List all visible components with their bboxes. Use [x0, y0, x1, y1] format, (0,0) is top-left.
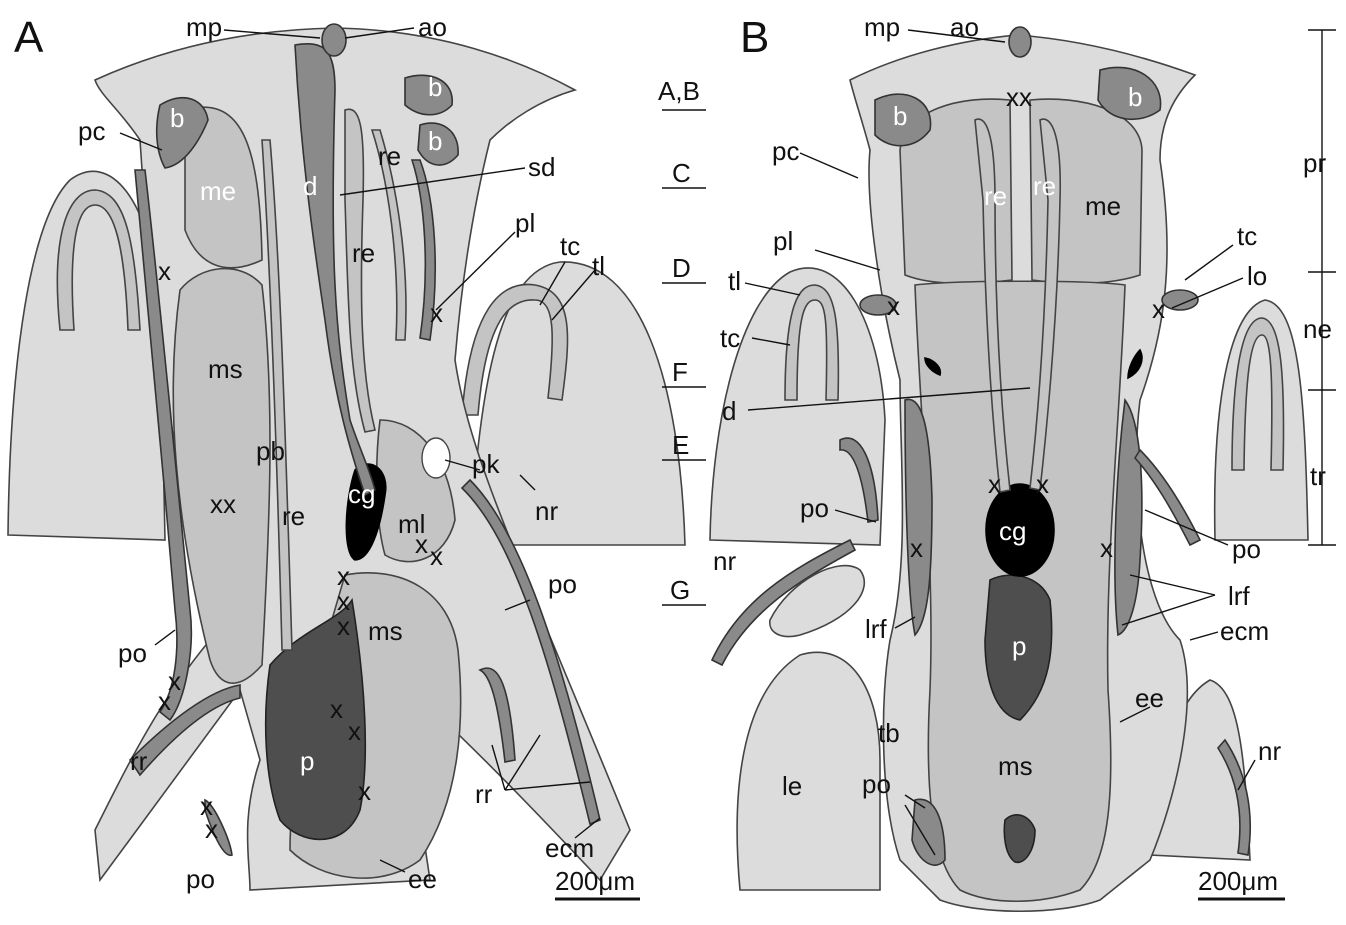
- a-x-mark: x: [348, 716, 361, 746]
- b-label-ecm: ecm: [1220, 616, 1269, 646]
- b-label-lrf: lrf: [1228, 581, 1250, 611]
- section-marker: G: [670, 575, 690, 605]
- section-marker: E: [672, 430, 689, 460]
- b-x-mark: x: [988, 469, 1001, 499]
- a-x-mark: x: [337, 611, 350, 641]
- a-x-mark: x: [330, 694, 343, 724]
- b-label-me: me: [1085, 191, 1121, 221]
- scale-label-a: 200μm: [555, 866, 635, 896]
- b-po-right: [1135, 450, 1200, 545]
- b-right-flap: [1215, 300, 1308, 540]
- b-label-b: b: [893, 101, 907, 131]
- b-label-tb: tb: [878, 718, 900, 748]
- a-x-mark: x: [430, 298, 443, 328]
- b-x-mark: x: [1036, 469, 1049, 499]
- region-label-tr: tr: [1310, 461, 1326, 491]
- a-label-tl: tl: [592, 251, 605, 281]
- a-x-mark: x: [430, 541, 443, 571]
- b-label-tc: tc: [720, 323, 740, 353]
- section-marker: F: [672, 357, 688, 387]
- a-label-d: d: [303, 171, 317, 201]
- a-label-pk: pk: [472, 449, 500, 479]
- a-x-mark: x: [415, 529, 428, 559]
- b-label-le: le: [782, 771, 802, 801]
- b-label-pc: pc: [772, 136, 799, 166]
- a-label-ms: ms: [368, 616, 403, 646]
- a-label-b: b: [428, 72, 442, 102]
- b-x-mark: x: [910, 533, 923, 563]
- a-ao-organ: [322, 24, 346, 56]
- b-x-mark: x: [1100, 533, 1113, 563]
- b-label-lrf: lrf: [865, 614, 887, 644]
- b-label-po: po: [800, 493, 829, 523]
- b-ao-organ: [1009, 27, 1031, 57]
- a-label-sd: sd: [528, 152, 555, 182]
- panel-a-letter: A: [14, 13, 44, 62]
- b-label-po: po: [862, 769, 891, 799]
- a-pk-cavity: [422, 438, 450, 478]
- a-x-mark: x: [158, 256, 171, 286]
- b-label-d: d: [722, 396, 736, 426]
- a-label-b: b: [428, 126, 442, 156]
- b-label-po: po: [1232, 534, 1261, 564]
- b-label-tl: tl: [728, 266, 741, 296]
- b-x-mark: x: [887, 291, 900, 321]
- a-label-p: p: [300, 746, 314, 776]
- b-label-nr: nr: [1258, 736, 1281, 766]
- a-x-mark: x: [358, 776, 371, 806]
- a-label-rr: rr: [130, 746, 148, 776]
- section-marker: C: [672, 158, 691, 188]
- a-label-b: b: [170, 103, 184, 133]
- a-label-po: po: [118, 638, 147, 668]
- a-label-rr: rr: [475, 779, 493, 809]
- b-label-p: p: [1012, 631, 1026, 661]
- region-label-pr: pr: [1303, 148, 1326, 178]
- a-label-re: re: [282, 501, 305, 531]
- a-label-cg: cg: [348, 479, 375, 509]
- a-label-re: re: [378, 141, 401, 171]
- a-label-tc: tc: [560, 231, 580, 261]
- b-label-re: re: [984, 181, 1007, 211]
- a-label-ee: ee: [408, 864, 437, 894]
- a-x-mark: x: [205, 814, 218, 844]
- b-label-ms: ms: [998, 751, 1033, 781]
- a-label-re: re: [352, 238, 375, 268]
- b-label-ao: ao: [950, 12, 979, 42]
- a-label-ao: ao: [418, 12, 447, 42]
- b-label-nr: nr: [713, 546, 736, 576]
- panel-b-letter: B: [740, 13, 769, 62]
- a-label-pl: pl: [515, 208, 535, 238]
- a-x-mark: x: [158, 686, 171, 716]
- b-label-re: re: [1033, 171, 1056, 201]
- a-label-mp: mp: [186, 12, 222, 42]
- section-marker: A,B: [658, 76, 700, 106]
- b-label-tc: tc: [1237, 221, 1257, 251]
- a-label-pc: pc: [78, 116, 105, 146]
- b-label-pl: pl: [773, 226, 793, 256]
- a-label-po: po: [548, 569, 577, 599]
- b-label-mp: mp: [864, 12, 900, 42]
- a-label-ecm: ecm: [545, 833, 594, 863]
- b-le-lip: [737, 652, 880, 890]
- b-label-ee: ee: [1135, 683, 1164, 713]
- b-label-b: b: [1128, 82, 1142, 112]
- a-label-po: po: [186, 864, 215, 894]
- section-marker: D: [672, 253, 691, 283]
- b-label-lo: lo: [1247, 261, 1267, 291]
- b-nr-lobe: [770, 566, 865, 637]
- a-label-xx: xx: [210, 489, 236, 519]
- a-label-pb: pb: [256, 436, 285, 466]
- a-label-nr: nr: [535, 496, 558, 526]
- region-label-ne: ne: [1303, 314, 1332, 344]
- panel-a-drawing: [8, 24, 685, 890]
- b-label-cg: cg: [999, 516, 1026, 546]
- b-label-xx: xx: [1006, 82, 1032, 112]
- a-label-ms: ms: [208, 354, 243, 384]
- a-label-me: me: [200, 176, 236, 206]
- scale-label-b: 200μm: [1198, 866, 1278, 896]
- b-x-mark: x: [1152, 294, 1165, 324]
